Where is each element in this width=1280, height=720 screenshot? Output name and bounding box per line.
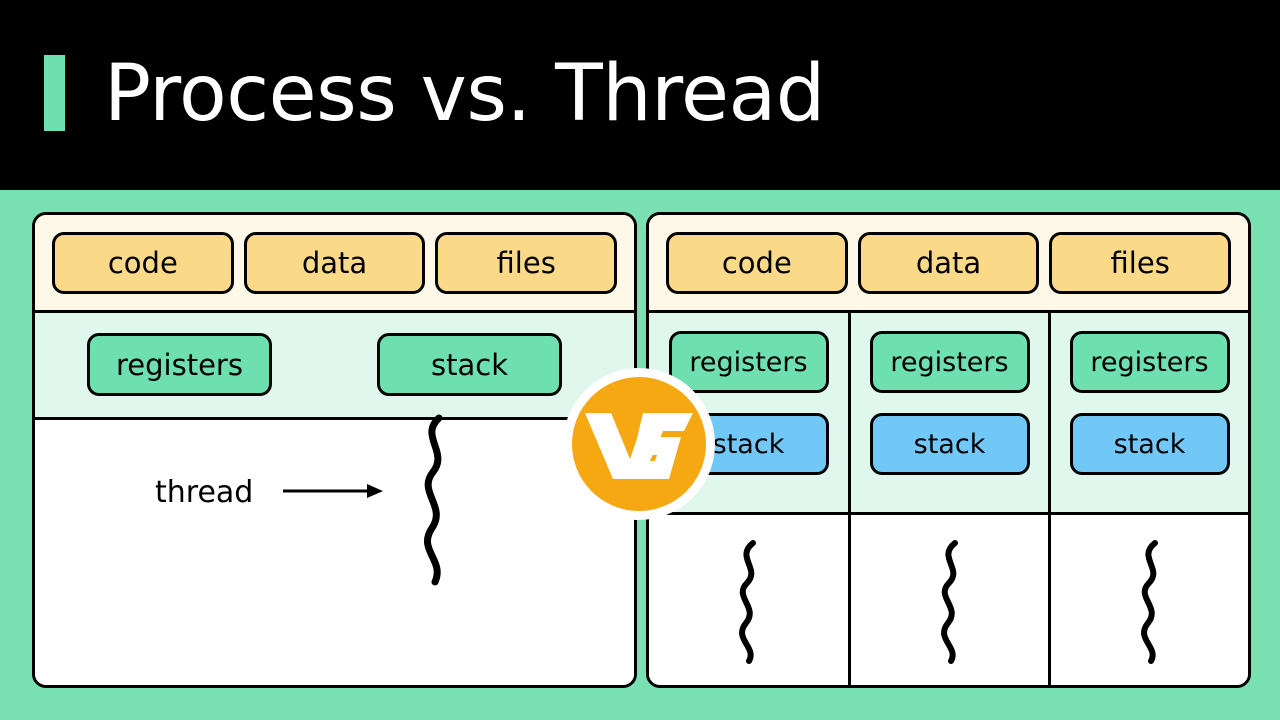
thread-per-thread-resources-row: registers stack registers stack register… — [649, 313, 1248, 515]
thread-2-tile-registers: registers — [869, 331, 1030, 393]
thread-column-1: registers stack — [649, 313, 851, 512]
process-panel: code data files registers stack thread — [32, 212, 637, 688]
versus-badge — [563, 368, 715, 520]
thread-squiggle-cell-1 — [649, 515, 851, 685]
thread-squiggle — [739, 540, 756, 664]
thread-squiggle-cell-3 — [1051, 515, 1248, 685]
thread-column-2: registers stack — [851, 313, 1051, 512]
thread-2-tile-stack: stack — [869, 413, 1030, 475]
thread-tile-code: code — [666, 231, 848, 294]
thread-squiggle-cell-2 — [851, 515, 1051, 685]
thread-shared-resources-row: code data files — [649, 215, 1248, 313]
thread-3-tile-stack: stack — [1069, 413, 1230, 475]
process-tile-data: data — [243, 231, 426, 294]
thread-label: thread — [155, 475, 254, 510]
thread-1-tile-registers: registers — [668, 331, 829, 393]
title-accent-bar — [44, 55, 65, 131]
thread-squiggle — [1141, 540, 1158, 664]
vs-icon — [585, 413, 693, 479]
thread-tile-files: files — [1049, 231, 1232, 294]
process-tile-files: files — [435, 231, 618, 294]
thread-threads-row — [649, 515, 1248, 685]
thread-squiggle — [941, 540, 958, 664]
process-tile-registers: registers — [87, 333, 272, 396]
process-shared-resources-row: code data files — [35, 215, 634, 313]
process-thread-resources-row: registers stack — [35, 313, 634, 420]
thread-squiggle — [424, 414, 443, 586]
process-tile-stack: stack — [377, 333, 562, 396]
page-title: Process vs. Thread — [104, 49, 825, 139]
process-tile-code: code — [52, 231, 234, 294]
thread-tile-data: data — [857, 231, 1040, 294]
title-bar: Process vs. Thread — [0, 0, 1280, 190]
thread-3-tile-registers: registers — [1069, 331, 1230, 393]
thread-pointer-arrow — [283, 484, 383, 498]
process-thread-row: thread — [35, 414, 634, 685]
thread-column-3: registers stack — [1051, 313, 1248, 512]
thread-panel: code data files registers stack register… — [646, 212, 1251, 688]
